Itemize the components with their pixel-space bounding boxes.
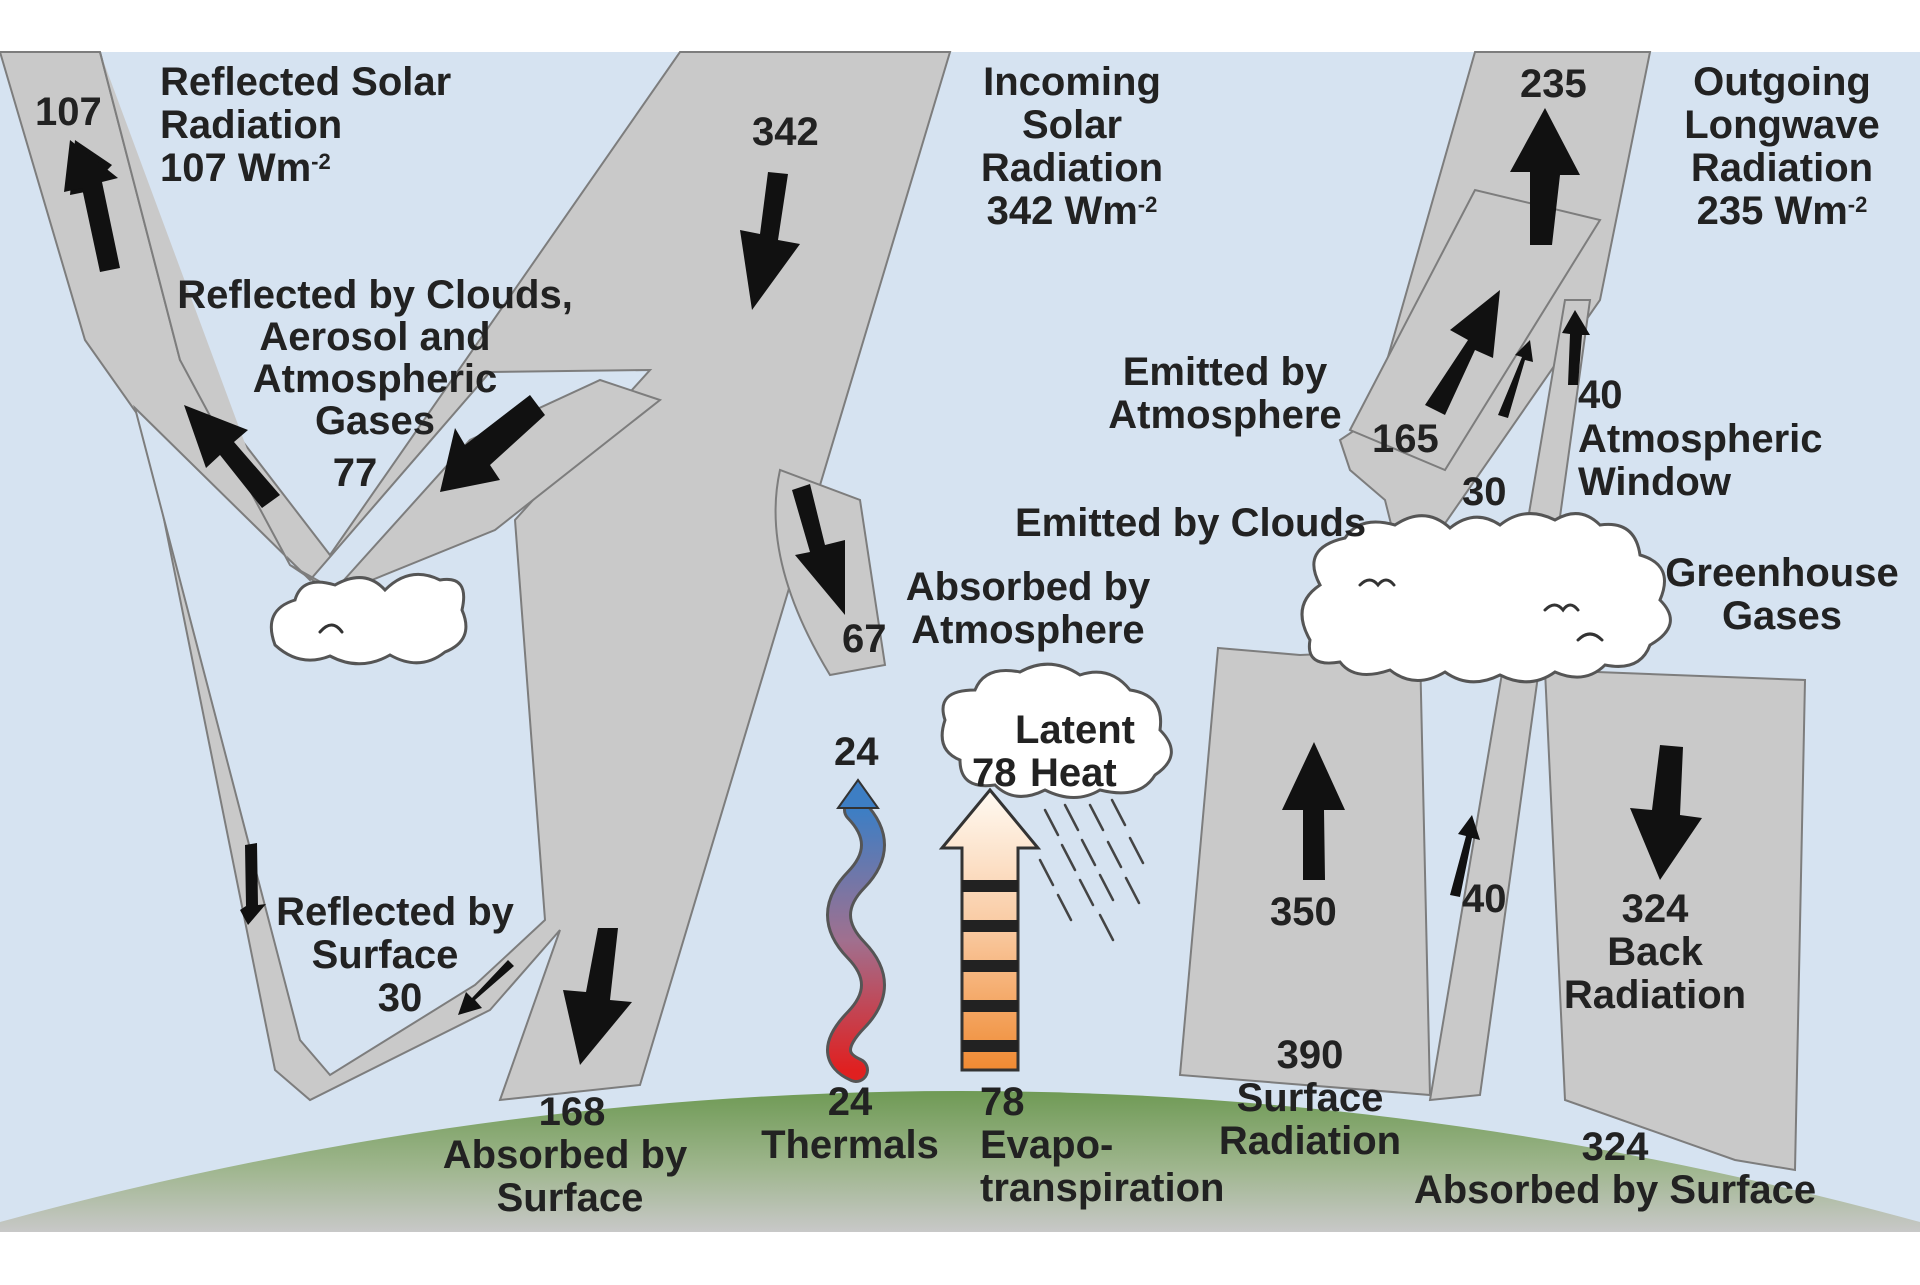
outgoing-value-wm: 235 Wm-2	[1697, 189, 1868, 233]
arrow-up-window-top	[1562, 310, 1590, 385]
absorbed-atmosphere-line1: Absorbed by	[906, 565, 1151, 609]
arrow-up-window-bottom	[1450, 815, 1480, 897]
incoming-line2: Solar	[1022, 103, 1122, 147]
absorbed-atmosphere-value: 67	[842, 617, 887, 661]
surface-radiation-line2: Radiation	[1219, 1119, 1401, 1163]
arrow-reflected-clouds-a	[440, 395, 545, 492]
window-line2: Window	[1578, 460, 1732, 504]
arrow-up-107	[64, 140, 120, 272]
reflected-surface-line2: Surface	[312, 933, 459, 977]
absorbed-surface-value: 168	[539, 1090, 606, 1134]
emitted-atmosphere-value: 165	[1372, 417, 1439, 461]
outgoing-value: 235	[1520, 62, 1587, 106]
back-radiation-value: 324	[1622, 887, 1689, 931]
emitted-atmosphere-line1: Emitted by	[1123, 350, 1328, 394]
arrow-down-incoming-solar	[740, 172, 800, 310]
back-radiation-line2: Radiation	[1564, 973, 1746, 1017]
absorbed-surface-line1: Absorbed by	[443, 1133, 688, 1177]
reflected-clouds-line4: Gases	[315, 399, 435, 443]
incoming-value-wm: 342 Wm-2	[987, 189, 1158, 233]
earth-surface	[0, 1091, 1920, 1232]
reflected-clouds-line1: Reflected by Clouds,	[177, 273, 573, 317]
arrow-up-surface-radiation	[1282, 742, 1345, 880]
arrow-up-outgoing-longwave	[1510, 108, 1580, 245]
thermal-top-value: 24	[834, 730, 879, 774]
absorbed-surface-right-line1: Absorbed by Surface	[1414, 1168, 1816, 1212]
surface-radiation-line1: Surface	[1237, 1076, 1384, 1120]
reflected-clouds-value: 77	[333, 451, 378, 495]
outgoing-line1: Outgoing	[1693, 60, 1871, 104]
right-cloud	[1300, 512, 1672, 684]
left-cloud	[269, 572, 468, 666]
back-radiation-line1: Back	[1607, 930, 1703, 974]
reflected-surface-line1: Reflected by	[276, 890, 515, 934]
emitted-atmosphere-line2: Atmosphere	[1108, 393, 1341, 437]
surface-radiation-value: 390	[1277, 1033, 1344, 1077]
arrow-up-left-band-small	[240, 843, 266, 925]
reflected-top-value: 107	[35, 90, 102, 134]
back-radiation-column	[1543, 668, 1807, 1172]
reflected-solar-line1: Reflected Solar	[160, 60, 451, 104]
arrow-down-back-radiation	[1630, 745, 1702, 880]
window-bottom-value: 40	[1462, 877, 1507, 921]
incoming-value: 342	[752, 110, 819, 154]
thermals-line1: Thermals	[761, 1123, 939, 1167]
evapotranspiration-arrow	[938, 787, 1042, 1072]
greenhouse-line2: Gases	[1722, 594, 1842, 638]
window-line1: Atmospheric	[1578, 417, 1823, 461]
arrow-reflected-surface-small	[458, 960, 514, 1015]
reflected-surface-value: 30	[378, 976, 423, 1020]
evapotranspiration-value: 78	[980, 1080, 1025, 1124]
latent-heat-line2: Heat	[1030, 751, 1117, 795]
window-value: 40	[1578, 373, 1623, 417]
absorbed-surface-line2: Surface	[497, 1176, 644, 1220]
outgoing-line2: Longwave	[1684, 103, 1880, 147]
greenhouse-line1: Greenhouse	[1665, 551, 1898, 595]
reflected-beam-gap	[133, 368, 653, 1077]
incoming-line3: Radiation	[981, 146, 1163, 190]
arrow-down-absorbed-surface	[563, 928, 632, 1065]
absorbed-surface-right-value: 324	[1582, 1125, 1649, 1169]
rain-streaks	[1038, 798, 1145, 942]
emitted-clouds-value: 30	[1462, 470, 1507, 514]
arrow-up-emitted-atmosphere	[1425, 290, 1500, 415]
incoming-line1: Incoming	[983, 60, 1161, 104]
reflected-solar-value: 107 Wm-2	[160, 146, 331, 190]
arrow-up-emitted-clouds	[1498, 340, 1533, 418]
latent-heat-line1: Latent	[1015, 708, 1135, 752]
outgoing-line3: Radiation	[1691, 146, 1873, 190]
evapotranspiration-line1: Evapo-	[980, 1123, 1113, 1167]
arrows	[64, 108, 1702, 1065]
thermals-value: 24	[828, 1080, 873, 1124]
absorbed-atmosphere-line2: Atmosphere	[911, 608, 1144, 652]
reflected-clouds-line3: Atmospheric	[253, 357, 498, 401]
labels: Reflected Solar Radiation 107 Wm-2 107 3…	[35, 60, 1899, 1220]
evapotranspiration-line2: transpiration	[980, 1166, 1224, 1210]
thermals-wave	[826, 778, 886, 1083]
surface-up-value: 350	[1270, 890, 1337, 934]
arrow-down-absorbed-atmosphere	[792, 484, 845, 615]
latent-heat-value: 78	[972, 751, 1017, 795]
latent-heat-cloud	[940, 662, 1173, 799]
arrow-reflected-clouds-b	[184, 405, 280, 508]
emitted-clouds-line1: Emitted by Clouds	[1015, 501, 1366, 545]
reflected-clouds-line2: Aerosol and	[259, 315, 490, 359]
reflected-solar-line2: Radiation	[160, 103, 342, 147]
